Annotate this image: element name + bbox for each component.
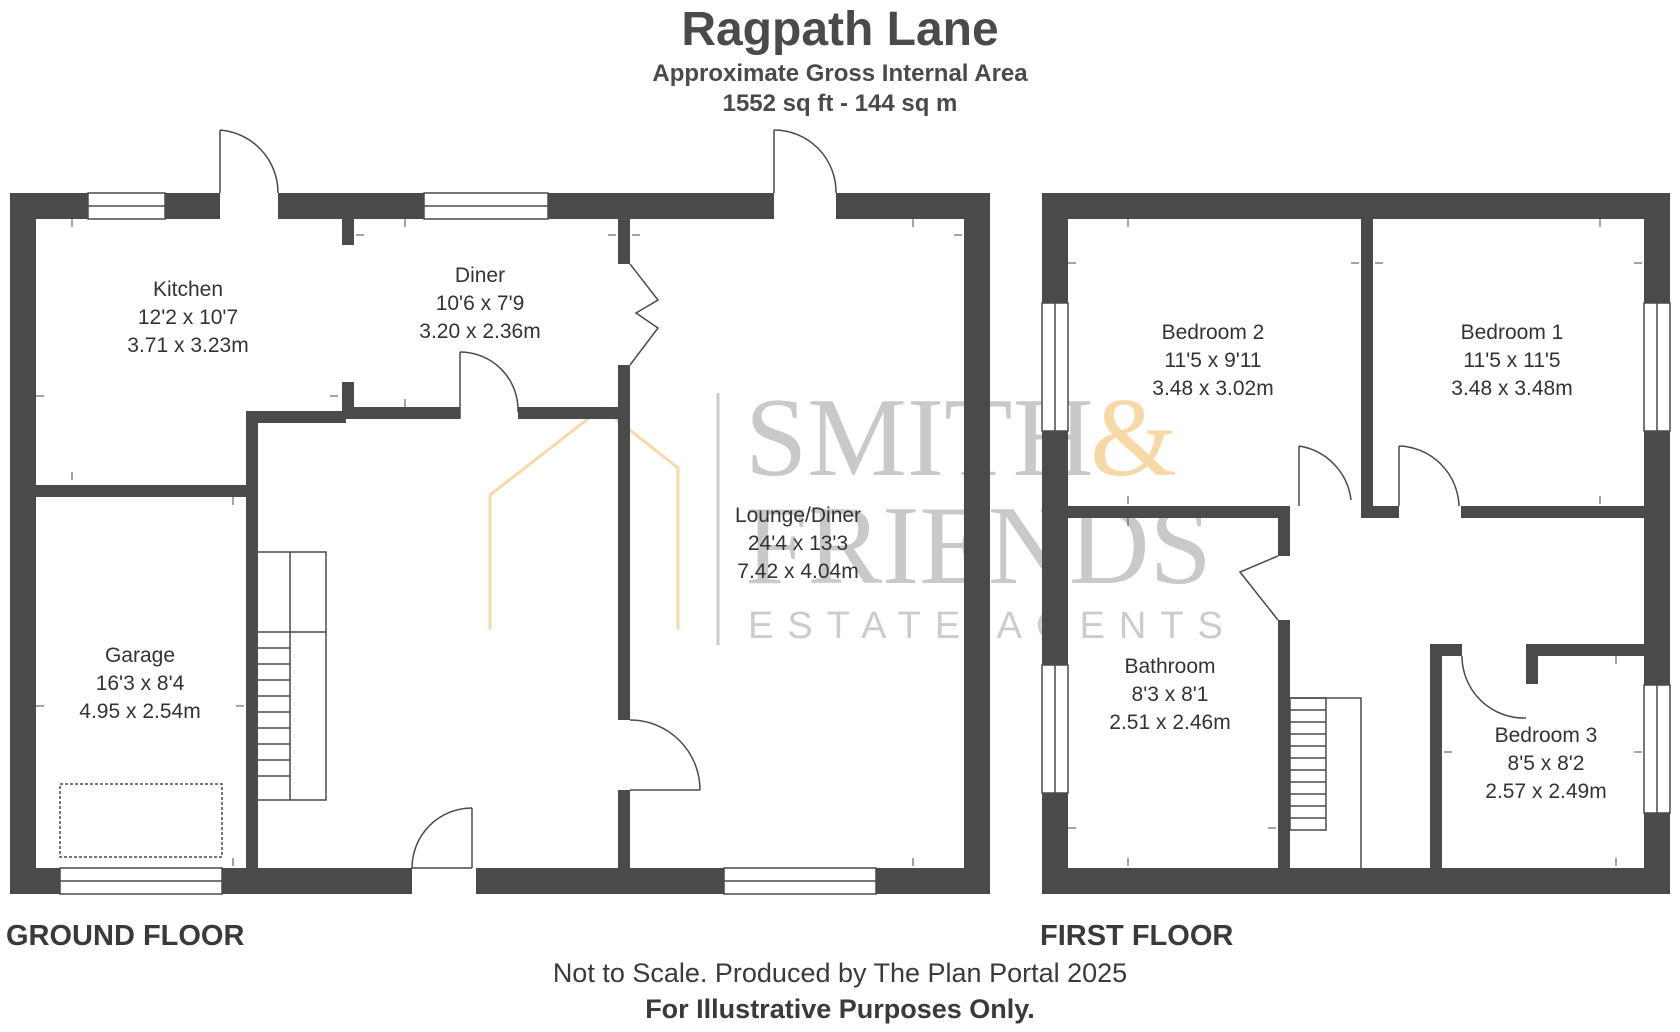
room-name: Kitchen <box>153 278 223 301</box>
ground-floor-walls <box>10 193 990 894</box>
room-metric: 3.20 x 2.36m <box>419 320 540 343</box>
room-imperial: 8'5 x 8'2 <box>1508 752 1585 775</box>
disclaimer-scale: Not to Scale. Produced by The Plan Porta… <box>552 958 1128 988</box>
disclaimer-illustrative: For Illustrative Purposes Only. <box>645 994 1035 1024</box>
room-name: Diner <box>455 264 505 287</box>
watermark-house-icon <box>488 406 680 630</box>
room-metric: 3.48 x 3.02m <box>1152 377 1273 400</box>
room-garage: Garage 16'3 x 8'4 4.95 x 2.54m <box>79 644 200 723</box>
room-imperial: 8'3 x 8'1 <box>1132 683 1209 706</box>
room-bathroom: Bathroom 8'3 x 8'1 2.51 x 2.46m <box>1109 655 1230 734</box>
room-name: Garage <box>105 644 175 667</box>
room-bedroom-2: Bedroom 2 11'5 x 9'11 3.48 x 3.02m <box>1152 321 1273 400</box>
room-bedroom-1: Bedroom 1 11'5 x 11'5 3.48 x 3.48m <box>1451 321 1572 400</box>
watermark-line1: SMITH <box>745 376 1093 500</box>
room-lounge-diner: Lounge/Diner 24'4 x 13'3 7.42 x 4.04m <box>735 504 861 583</box>
first-floor-label: FIRST FLOOR <box>1040 920 1234 952</box>
room-metric: 3.48 x 3.48m <box>1451 377 1572 400</box>
room-kitchen: Kitchen 12'2 x 10'7 3.71 x 3.23m <box>127 278 248 357</box>
plan-title: Ragpath Lane <box>681 3 999 56</box>
room-name: Bedroom 1 <box>1461 321 1564 344</box>
room-bedroom-3: Bedroom 3 8'5 x 8'2 2.57 x 2.49m <box>1485 724 1606 803</box>
room-imperial: 11'5 x 9'11 <box>1164 349 1261 372</box>
room-metric: 4.95 x 2.54m <box>79 700 200 723</box>
watermark-amp: & <box>1090 376 1177 500</box>
room-name: Bathroom <box>1124 655 1215 678</box>
room-imperial: 10'6 x 7'9 <box>436 292 525 315</box>
area-value: 1552 sq ft - 144 sq m <box>722 90 958 117</box>
measurement-arrows <box>36 219 1642 866</box>
ground-floor-windows <box>59 192 877 895</box>
room-metric: 2.57 x 2.49m <box>1485 780 1606 803</box>
room-name: Lounge/Diner <box>735 504 861 527</box>
room-imperial: 12'2 x 10'7 <box>138 306 238 329</box>
room-metric: 3.71 x 3.23m <box>127 334 248 357</box>
room-imperial: 11'5 x 11'5 <box>1463 349 1560 372</box>
room-diner: Diner 10'6 x 7'9 3.20 x 2.36m <box>419 264 540 343</box>
room-imperial: 16'3 x 8'4 <box>96 672 185 695</box>
ground-floor-doors <box>59 129 837 869</box>
first-floor-doors <box>1238 445 1527 719</box>
room-metric: 2.51 x 2.46m <box>1109 711 1230 734</box>
room-metric: 7.42 x 4.04m <box>737 560 858 583</box>
ground-floor-label: GROUND FLOOR <box>6 920 245 952</box>
room-name: Bedroom 3 <box>1495 724 1598 747</box>
watermark-line3: ESTATE AGENTS <box>748 605 1237 647</box>
area-caption: Approximate Gross Internal Area <box>652 60 1028 87</box>
first-floor-stairs <box>1289 697 1362 868</box>
first-floor-windows <box>1041 302 1671 814</box>
room-imperial: 24'4 x 13'3 <box>748 532 848 555</box>
ground-floor-stairs <box>258 551 327 801</box>
room-name: Bedroom 2 <box>1162 321 1265 344</box>
